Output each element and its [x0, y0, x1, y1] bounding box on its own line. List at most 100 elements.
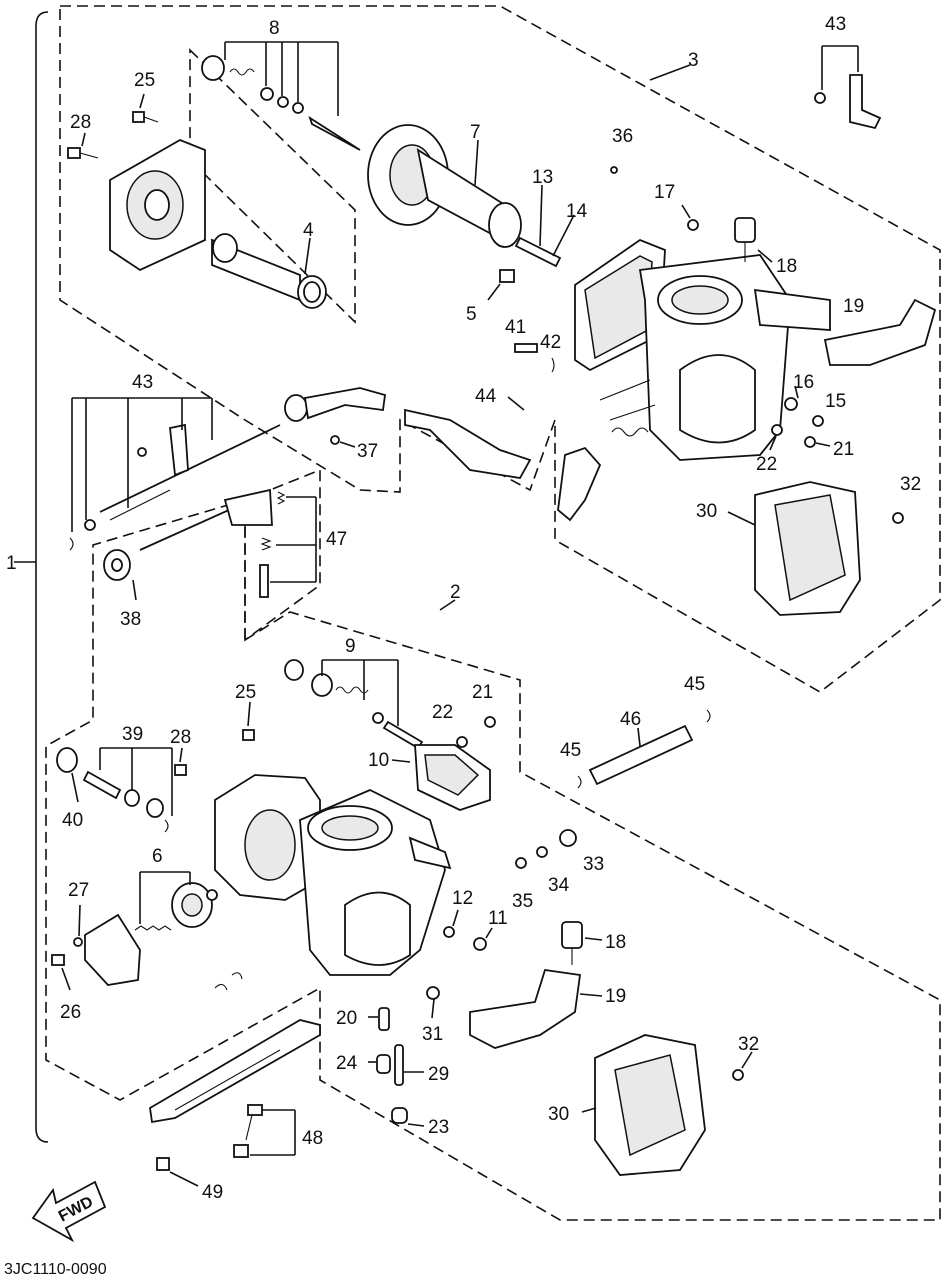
- callout-9: 9: [345, 636, 356, 657]
- callout-39: 39: [122, 724, 143, 745]
- cover-30-upper: [754, 481, 861, 616]
- screw-41: [514, 343, 538, 353]
- callout-41: 41: [505, 317, 526, 338]
- callout-6: 6: [152, 846, 163, 867]
- callout-35: 35: [512, 891, 533, 912]
- callout-28-upper: 28: [70, 112, 91, 133]
- clip-45-upper: [706, 709, 711, 723]
- callout-40: 40: [62, 810, 83, 831]
- callout-22-lower: 22: [432, 702, 453, 723]
- callout-10: 10: [368, 750, 389, 771]
- callout-5: 5: [466, 304, 477, 325]
- callout-16: 16: [793, 372, 814, 393]
- carburetor-body-lower: [214, 774, 452, 976]
- callout-8: 8: [269, 18, 280, 39]
- washer-22-upper: [771, 424, 783, 436]
- callout-1: 1: [6, 553, 17, 574]
- lever-43-upper: [814, 74, 882, 130]
- screw-21-upper: [804, 436, 816, 448]
- clip-42: [551, 357, 555, 373]
- diaphragm-cover-upper: [109, 139, 206, 272]
- callout-38: 38: [120, 609, 141, 630]
- callout-7: 7: [470, 122, 481, 143]
- screw-32-lower: [732, 1069, 744, 1081]
- washer-27: [73, 937, 83, 947]
- figure-id: 3JC1110-0090: [4, 1261, 107, 1278]
- carburetor-body-upper: [574, 238, 831, 461]
- callout-23: 23: [428, 1117, 449, 1138]
- callout-21-lower: 21: [472, 682, 493, 703]
- washer-12: [443, 926, 455, 938]
- fwd-arrow-icon: FWD: [31, 1180, 107, 1243]
- linkage-subgroup-outline: [244, 468, 321, 642]
- callout-26: 26: [60, 1002, 81, 1023]
- callout-19-upper: 19: [843, 296, 864, 317]
- valve-body-10: [414, 744, 491, 811]
- callout-21-upper: 21: [833, 439, 854, 460]
- callout-28-lower: 28: [170, 727, 191, 748]
- screw-set-39: [82, 770, 169, 833]
- callout-22-upper: 22: [756, 454, 777, 475]
- screw-31: [426, 986, 440, 1000]
- callout-3: 3: [688, 50, 699, 71]
- callout-19-lower: 19: [605, 986, 626, 1007]
- jet-29: [394, 1044, 404, 1086]
- screw-15: [812, 415, 824, 427]
- linkage-shaft-43: [69, 423, 281, 551]
- callout-20: 20: [336, 1008, 357, 1029]
- callout-17: 17: [654, 182, 675, 203]
- spring-4: [211, 233, 327, 309]
- callout-2: 2: [450, 582, 461, 603]
- cover-27: [84, 913, 141, 986]
- sensor-18-upper: [734, 217, 756, 262]
- callout-32-lower: 32: [738, 1034, 759, 1055]
- washer-16: [784, 397, 798, 411]
- cover-30-lower: [594, 1034, 706, 1176]
- screw-28-lower: [174, 764, 187, 776]
- callout-29: 29: [428, 1064, 449, 1085]
- diaphragm-set-6: [134, 882, 218, 931]
- callout-13: 13: [532, 167, 553, 188]
- jet-24: [376, 1054, 391, 1074]
- callout-43-linkage: 43: [132, 372, 153, 393]
- screw-25-upper: [132, 111, 159, 123]
- needle-set-8: [201, 55, 361, 151]
- leader-3: [649, 64, 691, 81]
- callout-45-upper: 45: [684, 674, 705, 695]
- callout-11: 11: [488, 908, 508, 929]
- link-plate-44: [404, 408, 532, 479]
- callout-14: 14: [566, 201, 588, 222]
- callout-34: 34: [548, 875, 570, 896]
- callout-30-upper: 30: [696, 501, 717, 522]
- callout-48: 48: [302, 1128, 323, 1149]
- callout-25-lower: 25: [235, 682, 256, 703]
- callout-37: 37: [357, 441, 378, 462]
- callout-32-upper: 32: [900, 474, 921, 495]
- screw-49: [156, 1157, 170, 1171]
- screw-set-48: [233, 1104, 263, 1158]
- clip-45-lower: [577, 775, 582, 789]
- jet-needle-13: [514, 236, 562, 268]
- screw-28-upper: [67, 147, 99, 159]
- assembly-bracket: [35, 11, 49, 1143]
- washer-22-lower: [456, 736, 468, 748]
- callout-33: 33: [583, 854, 604, 875]
- hose-46: [588, 724, 694, 786]
- pin-36: [610, 166, 618, 174]
- callout-15: 15: [825, 391, 846, 412]
- washer-35: [515, 857, 527, 869]
- nut-33: [559, 829, 577, 847]
- callout-45-lower: 45: [560, 740, 581, 761]
- callout-25-upper: 25: [134, 70, 155, 91]
- diaphragm-subgroup-outline: [189, 48, 356, 324]
- callout-4: 4: [303, 220, 314, 241]
- callout-31: 31: [422, 1024, 443, 1045]
- lever-37: [284, 387, 386, 445]
- screw-11: [473, 937, 487, 951]
- callout-43-upper: 43: [825, 14, 846, 35]
- screw-26: [51, 954, 65, 966]
- callout-27: 27: [68, 880, 89, 901]
- callout-18-upper: 18: [776, 256, 797, 277]
- callout-24: 24: [336, 1053, 358, 1074]
